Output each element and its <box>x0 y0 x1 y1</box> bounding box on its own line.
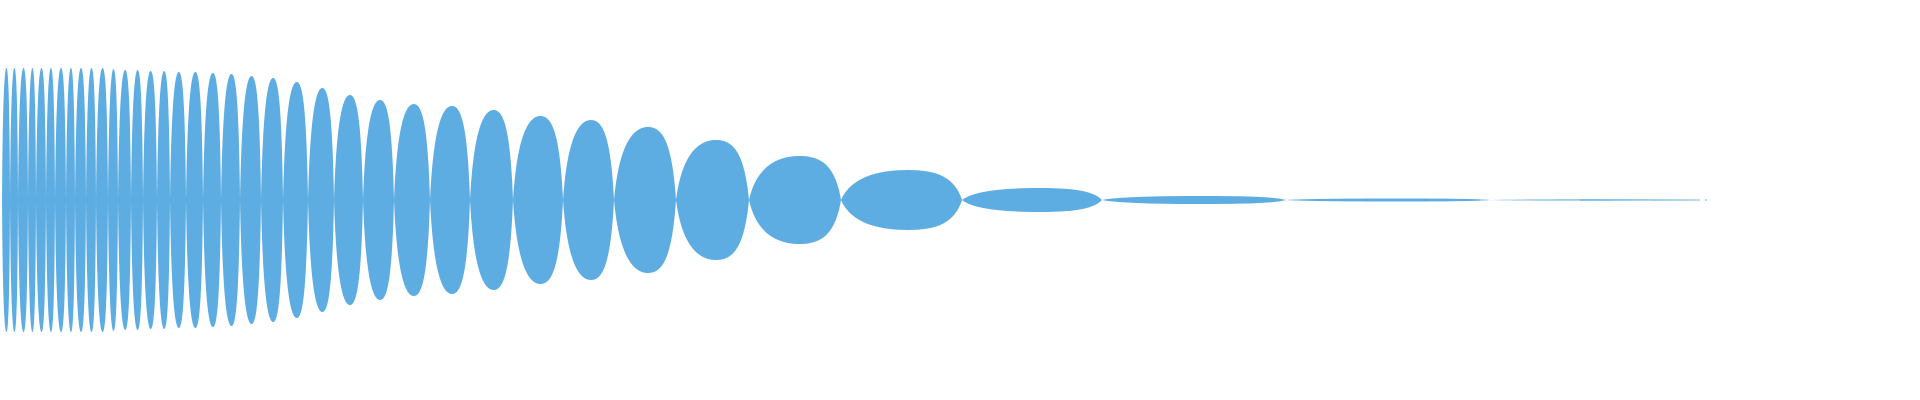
waveform-lobe <box>962 188 1102 212</box>
waveform-lobe <box>18 68 28 332</box>
waveform-lobe <box>157 71 170 329</box>
waveform-lobe <box>55 68 66 332</box>
waveform-lobe <box>46 68 55 332</box>
waveform-lobe <box>28 68 36 332</box>
waveform-end-dot <box>1705 199 1707 201</box>
waveform-lobe <box>261 78 283 322</box>
waveform-lobe <box>143 71 157 329</box>
waveform-lobe <box>1286 198 1490 202</box>
waveform-lobes <box>2 68 1707 332</box>
waveform-lobe <box>75 68 86 332</box>
waveform-lobe <box>363 100 394 300</box>
waveform-lobe <box>334 95 363 305</box>
waveform-lobe <box>10 68 18 332</box>
waveform-lobe <box>841 170 962 230</box>
waveform-lobe <box>66 68 75 332</box>
waveform-lobe <box>203 73 221 327</box>
waveform-lobe <box>513 116 563 284</box>
waveform-lobe <box>240 76 261 324</box>
waveform-lobe <box>186 72 203 328</box>
waveform-lobe <box>430 106 470 294</box>
waveform-lobe <box>676 140 749 260</box>
waveform-lobe <box>283 82 308 318</box>
waveform-lobe <box>96 68 108 332</box>
waveform-lobe <box>131 70 143 330</box>
waveform-lobe <box>118 70 131 330</box>
waveform-lobe <box>36 68 46 332</box>
waveform-lobe <box>2 68 10 332</box>
waveform-lobe <box>470 110 513 290</box>
waveform-tail <box>1580 199 1700 201</box>
waveform-lobe <box>394 104 430 296</box>
waveform-lobe <box>749 156 841 244</box>
waveform-lobe <box>221 74 240 326</box>
waveform-lobe <box>108 69 118 331</box>
waveform-lobe <box>170 72 186 328</box>
waveform-lobe <box>308 88 334 312</box>
waveform-lobe <box>563 120 614 280</box>
waveform-lobe <box>86 68 96 332</box>
waveform-lobe <box>1102 196 1286 204</box>
waveform-lobe <box>614 127 676 273</box>
